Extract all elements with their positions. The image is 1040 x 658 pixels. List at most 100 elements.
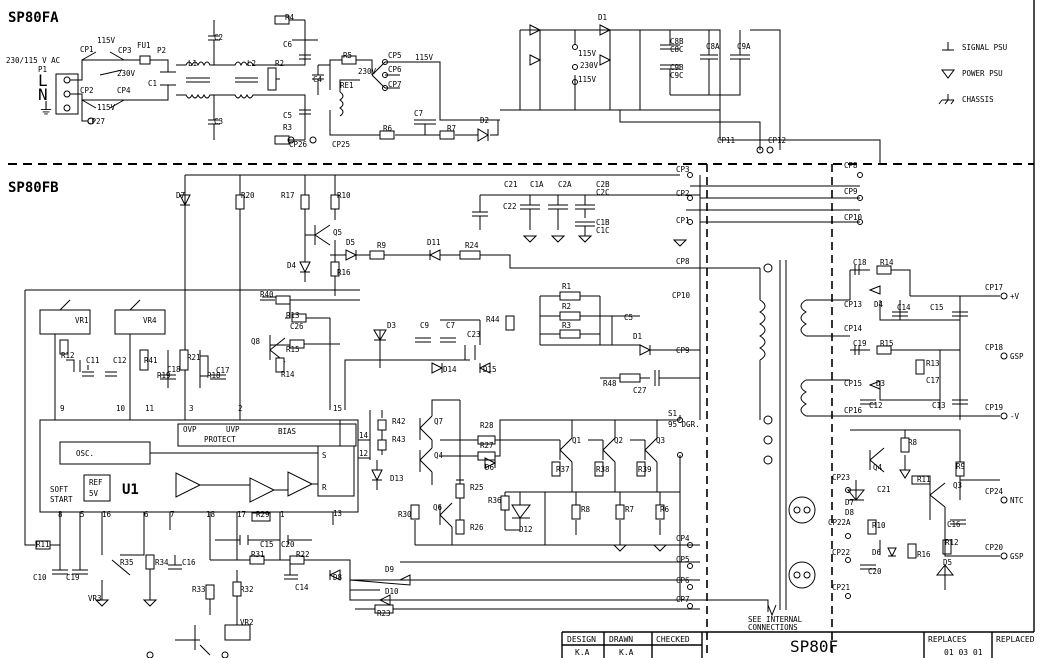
section-title-main: SP80FB	[8, 180, 59, 196]
component-label: D15	[483, 365, 497, 374]
cp17-label: CP17	[985, 283, 1003, 292]
component-label: R7	[625, 505, 634, 514]
component-label: C15	[260, 540, 274, 549]
revision-date: 01 03 01	[944, 648, 983, 657]
ref-label: REF	[89, 478, 103, 487]
component-label: C12	[869, 401, 883, 410]
component-label: C21	[504, 180, 518, 189]
component-label: D8	[333, 573, 343, 582]
component-label: D4	[874, 300, 884, 309]
component-label: 230V	[117, 69, 136, 78]
legend: SIGNAL PSU POWER PSU CHASSIS	[938, 42, 1007, 105]
zener-d13	[371, 460, 383, 490]
ref-block	[83, 474, 111, 502]
component-label: C27	[633, 386, 647, 395]
diode-d5	[330, 249, 760, 269]
component-label: R21	[187, 353, 201, 362]
component-label: C16	[947, 520, 961, 529]
component-label: D6	[485, 463, 495, 472]
component-label: 13	[333, 509, 342, 518]
component-label: 16	[102, 510, 112, 519]
component-label: R43	[392, 435, 406, 444]
component-label: C4	[313, 75, 323, 84]
replaces-label: REPLACES	[928, 635, 967, 644]
component-label: C2A	[558, 180, 572, 189]
component-label: R42	[392, 417, 406, 426]
component-label: C7	[414, 109, 423, 118]
component-label: R11	[917, 475, 931, 484]
resistor-r20	[235, 194, 245, 210]
component-label: C2	[214, 33, 223, 42]
resistor-r7	[615, 504, 625, 520]
resistor-r14-sec	[876, 265, 892, 275]
component-label: R27	[480, 441, 494, 450]
earth-label: ⏚	[38, 99, 54, 118]
component-label: CP2	[676, 189, 690, 198]
component-label: 7	[170, 510, 175, 519]
component-label: R13	[926, 359, 940, 368]
component-label: VR3	[88, 594, 102, 603]
component-label: C2C	[596, 188, 610, 197]
component-label: C9C	[670, 71, 684, 80]
component-label: D4	[287, 261, 297, 270]
component-label: R9	[956, 462, 965, 471]
resistor-r21	[179, 349, 189, 371]
component-label: 2	[238, 404, 243, 413]
resistor-r48	[619, 373, 641, 383]
transformer-core	[779, 260, 787, 610]
component-label: C8B	[670, 37, 684, 46]
resistor-r16-sec	[907, 543, 917, 559]
component-label: CP6	[388, 65, 402, 74]
component-label: 9	[60, 404, 65, 413]
component-label: C1B	[596, 218, 610, 227]
component-label: R37	[556, 465, 570, 474]
v-pos-label: +V	[1010, 292, 1020, 301]
component-label: R4	[285, 13, 295, 22]
component-label: CP2	[80, 86, 94, 95]
component-label: R15	[880, 339, 894, 348]
component-label: R35	[120, 558, 134, 567]
power-ground-icon	[941, 69, 955, 79]
protect-label: PROTECT	[204, 435, 236, 444]
component-label: CP7	[388, 80, 402, 89]
cp20-label: CP20	[985, 543, 1004, 552]
component-label: CP6	[676, 576, 690, 585]
protect-block	[177, 423, 357, 447]
component-label: R7	[447, 124, 456, 133]
resistor-r22	[289, 555, 305, 565]
component-label: C9A	[737, 42, 751, 51]
component-label: CP5	[388, 51, 402, 60]
component-label: D1	[633, 332, 642, 341]
resistor-r2	[559, 311, 581, 321]
component-label: D7	[176, 191, 185, 200]
component-label: RE1	[340, 81, 354, 90]
cp19-label: CP19	[985, 403, 1003, 412]
component-label: P1	[38, 65, 47, 74]
resistor-r9	[369, 250, 385, 260]
resistor-r37	[551, 461, 561, 477]
checked-label: CHECKED	[656, 635, 690, 644]
component-label: R8	[581, 505, 591, 514]
component-label: P2	[157, 46, 166, 55]
resistor-r6	[655, 504, 665, 520]
title-block: DESIGN DRAWN CHECKED K.A K.A SP80F REPLA…	[561, 631, 1035, 658]
component-label: C1C	[596, 226, 610, 235]
component-label: C1A	[530, 180, 544, 189]
thermal-switch-rating: 95 DGR.	[668, 420, 700, 429]
component-label: C6	[283, 40, 293, 49]
component-label: R23	[377, 609, 391, 618]
component-label: CP22	[832, 548, 850, 557]
resistor-r7	[439, 130, 455, 140]
component-label: R15	[286, 345, 300, 354]
resistor-r3	[274, 135, 290, 145]
component-label: Q8	[251, 337, 261, 346]
gsp2-label: GSP	[1010, 552, 1024, 561]
component-label: CP8	[844, 161, 858, 170]
line-label: L	[38, 71, 48, 90]
component-label: CP26	[289, 140, 308, 149]
component-label: Q4	[873, 463, 883, 472]
component-label: R6	[383, 124, 393, 133]
component-label: Q6	[433, 503, 443, 512]
component-label: R19	[157, 371, 171, 380]
